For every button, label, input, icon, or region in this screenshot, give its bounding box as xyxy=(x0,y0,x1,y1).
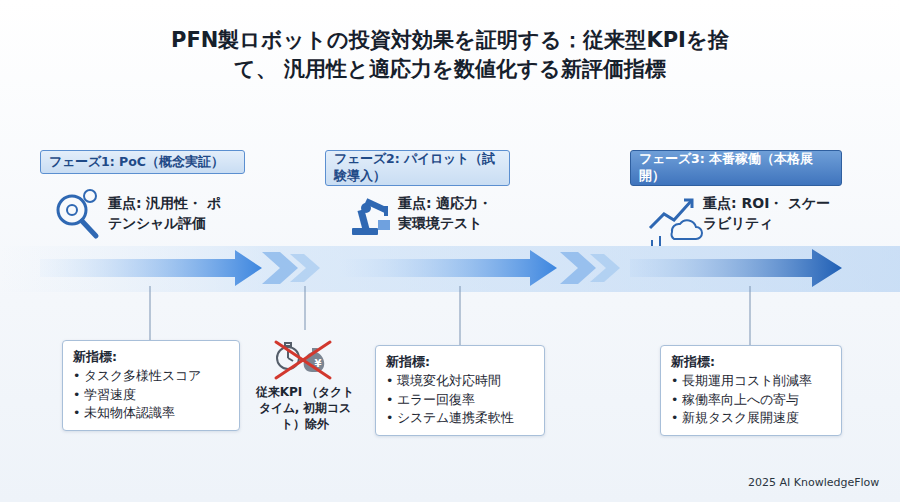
node-heading: フェーズ2: パイロット（試験導入） xyxy=(334,151,501,185)
node-text: • 学習速度 xyxy=(73,386,229,405)
chevron xyxy=(290,254,320,282)
node-text: • 長期運用コスト削減率 xyxy=(671,372,831,391)
focus-text: 重点: 適応力・ 実環境テスト xyxy=(398,193,510,234)
glow-band xyxy=(0,246,900,292)
node-text: • システム連携柔軟性 xyxy=(386,409,534,428)
phase-arrow xyxy=(340,250,557,286)
node-text: • タスク多様性スコア xyxy=(73,367,229,386)
growth-chart-icon xyxy=(650,200,702,246)
focus-text: 重点: ROI・ スケーラビリティ xyxy=(703,193,833,234)
node-text: • 未知物体認識率 xyxy=(73,404,229,423)
node-heading: フェーズ3: 本番稼働（本格展開） xyxy=(639,151,833,185)
focus-text: 重点: 汎用性・ ポテンシャル評価 xyxy=(108,193,228,234)
indicator-box: 新指標:• 環境変化対応時間• エラー回復率• システム連携柔軟性 xyxy=(375,345,545,436)
footer-note: 2025 AI KnowledgeFlow xyxy=(748,476,888,491)
cross-mark xyxy=(276,342,330,378)
node-text: • 稼働率向上への寄与 xyxy=(671,391,831,410)
phase-header: フェーズ2: パイロット（試験導入） xyxy=(325,150,510,186)
node-text: • 新規タスク展開速度 xyxy=(671,409,831,428)
phase-header: フェーズ1: PoC（概念実証） xyxy=(40,150,245,174)
node-heading: 新指標: xyxy=(73,348,229,367)
title: PFN製ロボットの投資対効果を証明する：従来型KPIを捨て、 汎用性と適応力を数… xyxy=(170,26,730,85)
phase-header: フェーズ3: 本番稼働（本格展開） xyxy=(630,150,842,186)
leader-line xyxy=(150,286,151,340)
node-heading: 新指標: xyxy=(386,353,534,372)
leader-line xyxy=(750,286,751,345)
phase-arrow xyxy=(630,249,842,287)
excluded-kpi-note: 従来KPI （タクトタイム, 初期コスト）除外 xyxy=(255,384,355,433)
chevron xyxy=(590,254,620,282)
phase-arrow xyxy=(40,250,262,286)
node-text: • エラー回復率 xyxy=(386,391,534,410)
leader-line xyxy=(305,286,306,330)
node-text: • 環境変化対応時間 xyxy=(386,372,534,391)
chevron xyxy=(560,252,596,284)
node-heading: 新指標: xyxy=(671,353,831,372)
leader-line xyxy=(460,286,461,345)
indicator-box: 新指標:• タスク多様性スコア• 学習速度• 未知物体認識率 xyxy=(62,340,240,431)
robot-arm-icon xyxy=(352,198,390,235)
chevron xyxy=(262,252,298,284)
yen-symbol: ¥ xyxy=(310,357,326,371)
node-heading: フェーズ1: PoC（概念実証） xyxy=(49,154,224,171)
magnifier-icon xyxy=(58,190,96,236)
indicator-box: 新指標:• 長期運用コスト削減率• 稼働率向上への寄与• 新規タスク展開速度 xyxy=(660,345,842,436)
